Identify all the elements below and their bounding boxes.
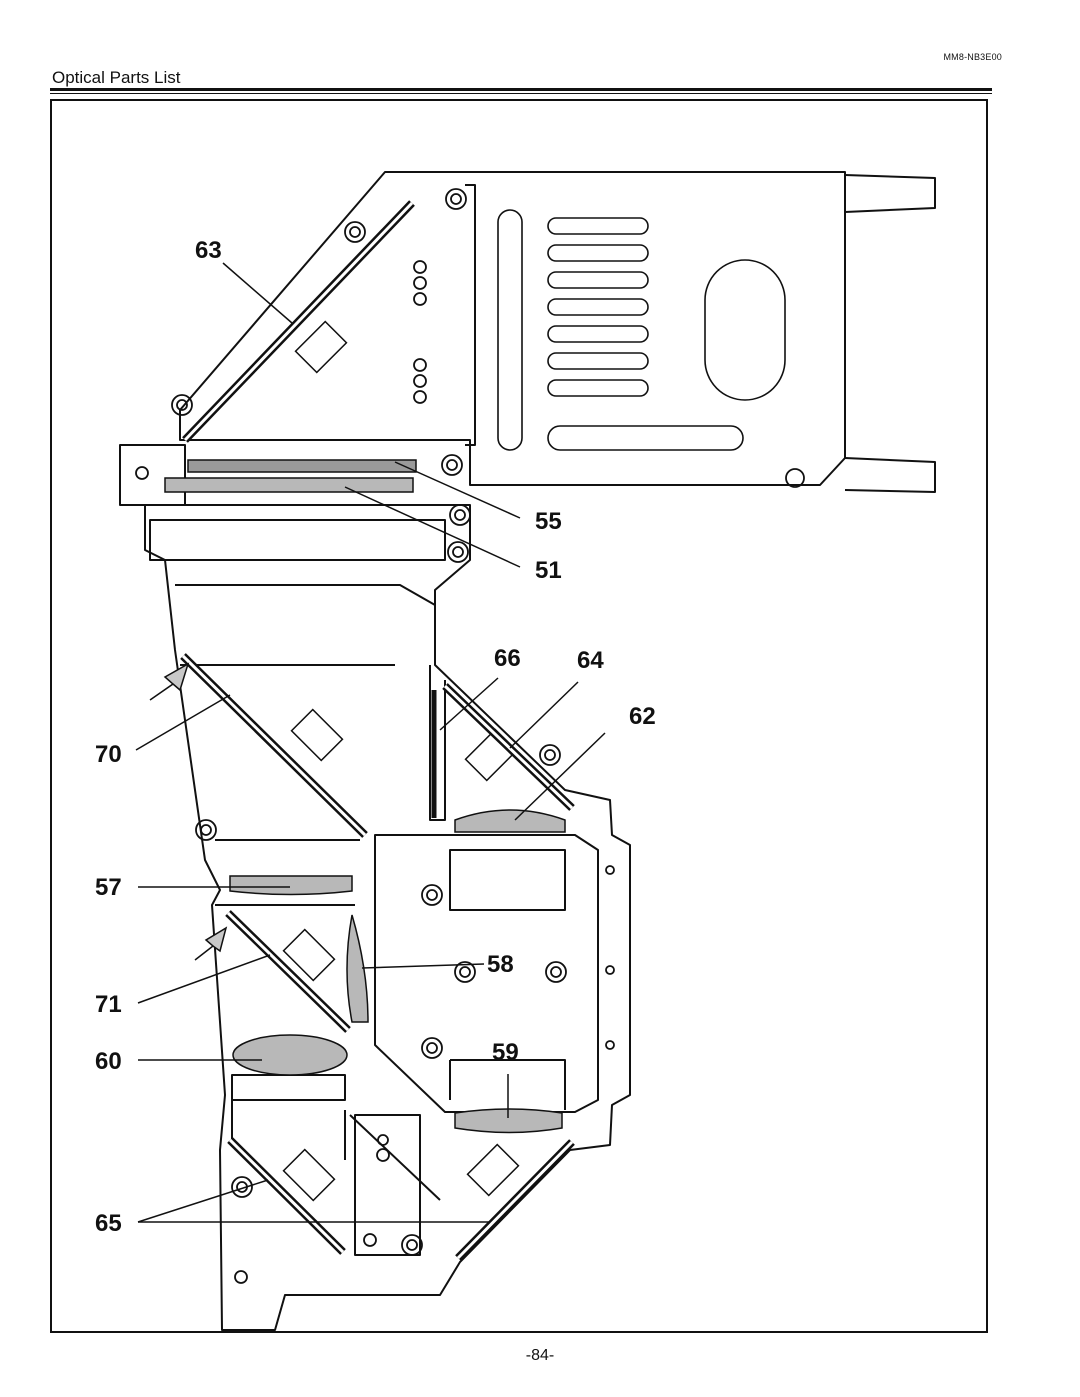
left-mount-tab	[119, 444, 186, 506]
callout-66: 66	[494, 645, 521, 672]
separator-plate	[429, 665, 446, 821]
lower-frame-lines	[231, 1074, 441, 1201]
header-rule-thin	[50, 93, 992, 94]
callout-70: 70	[95, 741, 122, 768]
section-title: Optical Parts List	[52, 68, 181, 87]
callout-64: 64	[577, 647, 604, 674]
header-rule	[50, 88, 992, 91]
lens-57	[229, 875, 353, 896]
vent-slots	[497, 209, 786, 451]
screw-holes	[135, 188, 805, 1284]
callout-63: 63	[195, 237, 222, 264]
callout-55: 55	[535, 508, 562, 535]
callout-71: 71	[95, 991, 122, 1018]
lens-60	[232, 1034, 348, 1076]
lenses	[229, 809, 566, 1134]
light-input-arrows	[149, 662, 228, 961]
arrow-lower	[194, 926, 228, 961]
callout-60: 60	[95, 1048, 122, 1075]
horizontal-plates	[164, 459, 417, 493]
diagram-frame	[50, 99, 988, 1333]
inner-channel	[175, 584, 436, 906]
lens-62	[454, 809, 566, 833]
rear-tab-top	[844, 174, 936, 213]
arrow-upper	[149, 662, 190, 701]
lens-59	[454, 1108, 563, 1134]
prism-block	[374, 834, 599, 1113]
lens-58	[346, 914, 369, 1023]
rear-tab-bottom	[844, 457, 936, 493]
callout-57: 57	[95, 874, 122, 901]
lower-bay	[354, 1114, 421, 1256]
callout-labels: 63 55 51 66 64 62 70 57 58 71 60 59 65	[95, 237, 656, 1237]
page-number: -84-	[525, 1347, 555, 1364]
callout-65: 65	[95, 1210, 122, 1237]
prism-inner	[449, 849, 566, 1110]
callout-58: 58	[487, 951, 514, 978]
vertical-slot	[465, 184, 476, 446]
callout-62: 62	[629, 703, 656, 730]
document-code: MM8-NB3E00	[943, 52, 1002, 62]
panel-holders	[282, 320, 520, 1202]
upper-housing-outline	[179, 171, 846, 486]
leader-lines	[135, 262, 606, 1223]
callout-51: 51	[535, 557, 562, 584]
inner-wall	[149, 519, 446, 561]
lower-housing-outline	[144, 504, 631, 1331]
callout-59: 59	[492, 1039, 519, 1066]
